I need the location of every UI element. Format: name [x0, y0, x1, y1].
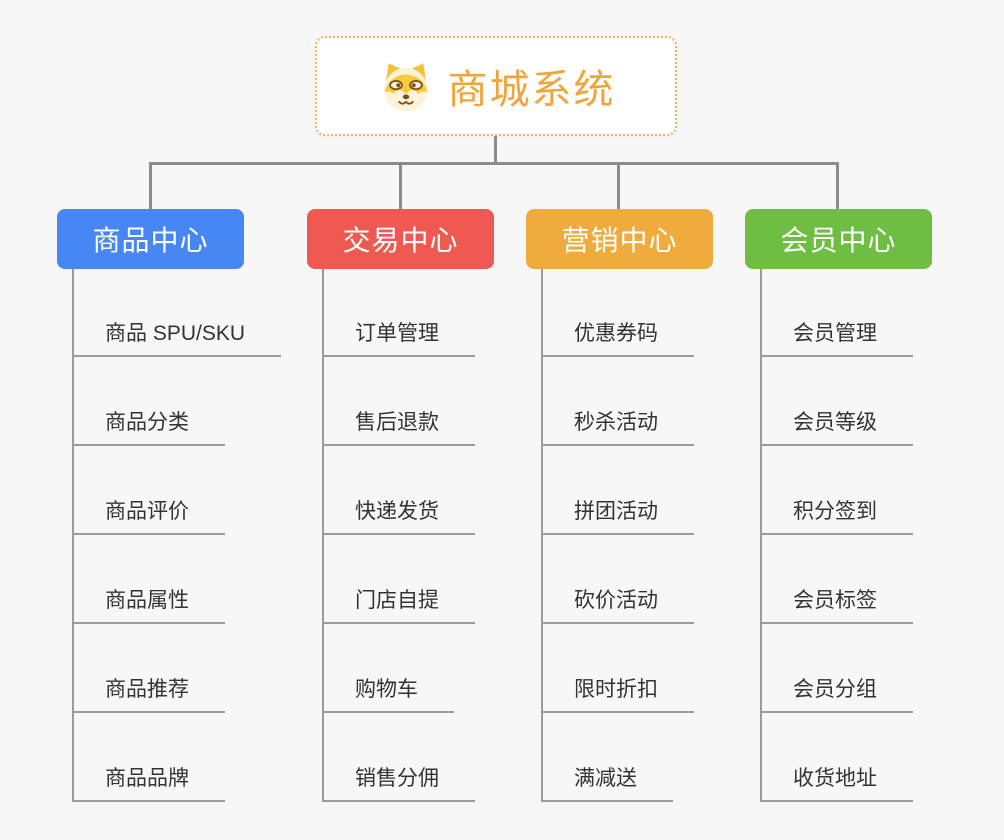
branch-node-product-center[interactable]: 商品中心 — [57, 209, 244, 269]
branch-column-line — [322, 269, 324, 801]
tree-leaf[interactable]: 会员等级 — [760, 408, 913, 446]
branch-member-center: 会员中心 会员管理 会员等级 积分签到 会员标签 会员分组 收货地址 — [745, 209, 995, 840]
tree-leaf[interactable]: 购物车 — [322, 675, 454, 713]
connector-root-stem — [494, 136, 497, 163]
tree-leaf[interactable]: 快递发货 — [322, 497, 475, 535]
branch-node-trade-center[interactable]: 交易中心 — [307, 209, 494, 269]
connector-drop-member — [836, 163, 839, 209]
branch-product-center: 商品中心 商品 SPU/SKU 商品分类 商品评价 商品属性 商品推荐 商品品牌 — [57, 209, 307, 840]
tree-leaf[interactable]: 商品品牌 — [72, 764, 225, 802]
branch-node-marketing-center[interactable]: 营销中心 — [526, 209, 713, 269]
tree-leaf[interactable]: 商品推荐 — [72, 675, 225, 713]
connector-drop-marketing — [617, 163, 620, 209]
branch-column-line — [72, 269, 74, 801]
tree-leaf[interactable]: 会员分组 — [760, 675, 913, 713]
tree-leaf[interactable]: 会员标签 — [760, 586, 913, 624]
root-node[interactable]: 商城系统 — [315, 36, 677, 136]
branch-node-member-center[interactable]: 会员中心 — [745, 209, 932, 269]
tree-leaf[interactable]: 订单管理 — [322, 319, 475, 357]
tree-leaf[interactable]: 积分签到 — [760, 497, 913, 535]
tree-leaf[interactable]: 优惠券码 — [541, 319, 694, 357]
tree-leaf[interactable]: 限时折扣 — [541, 675, 694, 713]
root-title: 商城系统 — [447, 68, 616, 112]
tree-leaf[interactable]: 商品 SPU/SKU — [72, 319, 282, 357]
tree-leaf[interactable]: 售后退款 — [322, 408, 475, 446]
tree-leaf[interactable]: 满减送 — [541, 764, 673, 802]
tree-leaf[interactable]: 销售分佣 — [322, 764, 475, 802]
tree-leaf[interactable]: 收货地址 — [760, 764, 913, 802]
tree-leaf[interactable]: 拼团活动 — [541, 497, 694, 535]
connector-horizontal-rail — [149, 162, 839, 165]
connector-drop-trade — [399, 163, 402, 209]
tree-leaf[interactable]: 会员管理 — [760, 319, 913, 357]
branch-column-line — [541, 269, 543, 801]
connector-drop-product — [149, 163, 152, 209]
tree-leaf[interactable]: 商品评价 — [72, 497, 225, 535]
branch-marketing-center: 营销中心 优惠券码 秒杀活动 拼团活动 砍价活动 限时折扣 满减送 — [526, 209, 776, 840]
tree-leaf[interactable]: 秒杀活动 — [541, 408, 694, 446]
branch-trade-center: 交易中心 订单管理 售后退款 快递发货 门店自提 购物车 销售分佣 — [307, 209, 557, 840]
branch-column-line — [760, 269, 762, 801]
tree-leaf[interactable]: 商品分类 — [72, 408, 225, 446]
tree-leaf[interactable]: 商品属性 — [72, 586, 225, 624]
dog-face-icon — [383, 63, 428, 112]
tree-leaf[interactable]: 门店自提 — [322, 586, 475, 624]
tree-leaf[interactable]: 砍价活动 — [541, 586, 694, 624]
